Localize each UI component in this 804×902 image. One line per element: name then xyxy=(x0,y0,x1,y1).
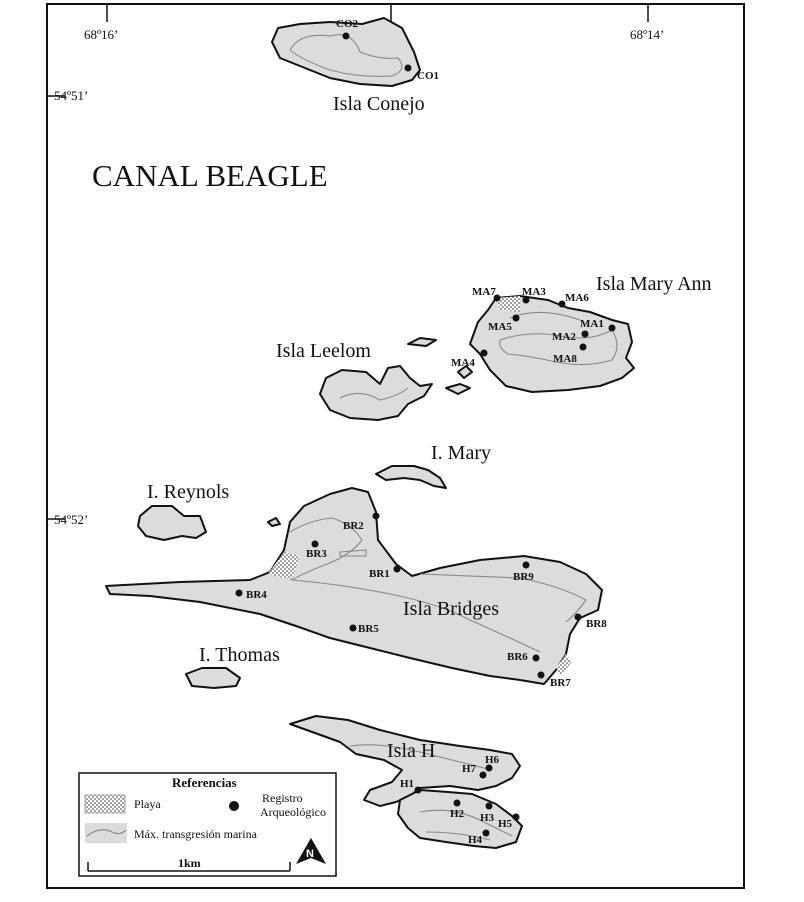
coordinate-ticks xyxy=(47,4,649,520)
legend-title: Referencias xyxy=(172,775,237,790)
isla-h-label: Isla H xyxy=(387,740,435,762)
legend-site-symbol xyxy=(229,801,239,811)
site-marker-BR3 xyxy=(311,540,319,548)
site-label-MA5: MA5 xyxy=(488,321,512,333)
coord-label-68-14: 68º14’ xyxy=(630,27,664,42)
site-marker-H1 xyxy=(414,786,422,794)
site-marker-MA4 xyxy=(480,349,488,357)
coord-label-68-16: 68º16’ xyxy=(84,27,118,42)
site-marker-H6 xyxy=(485,764,493,772)
site-marker-BR8 xyxy=(574,613,582,621)
site-marker-BR5 xyxy=(349,624,357,632)
i-mary-label: I. Mary xyxy=(431,442,491,464)
island-bridges xyxy=(105,487,603,685)
legend-beach-swatch xyxy=(84,794,126,814)
site-label-BR7: BR7 xyxy=(550,677,571,689)
island-leelom xyxy=(319,337,473,421)
site-marker-MA7 xyxy=(493,294,501,302)
north-arrow-icon xyxy=(296,838,326,864)
site-label-H3: H3 xyxy=(480,812,495,824)
i-reynols-label: I. Reynols xyxy=(147,481,229,503)
isla-conejo-label: Isla Conejo xyxy=(333,93,425,115)
island-thomas xyxy=(185,667,241,689)
site-label-MA2: MA2 xyxy=(552,331,576,343)
site-label-MA7: MA7 xyxy=(472,286,496,298)
site-label-H7: H7 xyxy=(462,763,477,775)
isla-leelom-label: Isla Leelom xyxy=(276,340,371,362)
site-marker-H3 xyxy=(485,802,493,810)
site-marker-BR7 xyxy=(537,671,545,679)
site-marker-MA8 xyxy=(579,343,587,351)
site-label-MA8: MA8 xyxy=(553,353,577,365)
scale-bar-label: 1km xyxy=(178,856,201,870)
site-marker-MA2 xyxy=(581,330,589,338)
site-marker-BR6 xyxy=(532,654,540,662)
legend-site-label-2: Arqueológico xyxy=(260,805,326,819)
site-label-BR4: BR4 xyxy=(246,589,267,601)
site-label-BR2: BR2 xyxy=(343,520,364,532)
isla-bridges-label: Isla Bridges xyxy=(403,598,499,620)
site-label-BR3: BR3 xyxy=(306,548,327,560)
site-marker-MA3 xyxy=(522,296,530,304)
site-label-BR6: BR6 xyxy=(507,651,528,663)
island-mary-ann xyxy=(469,295,635,393)
site-label-BR1: BR1 xyxy=(369,568,390,580)
site-label-MA3: MA3 xyxy=(522,286,546,298)
island-mary xyxy=(375,465,447,489)
site-label-H4: H4 xyxy=(468,834,483,846)
site-marker-H2 xyxy=(453,799,461,807)
legend-transgression-label: Máx. transgresión marina xyxy=(134,827,258,841)
site-marker-H7 xyxy=(479,771,487,779)
canal-beagle-label: CANAL BEAGLE xyxy=(92,158,328,193)
site-label-MA6: MA6 xyxy=(565,292,589,304)
isla-mary-ann-label: Isla Mary Ann xyxy=(596,273,712,295)
site-label-H2: H2 xyxy=(450,808,465,820)
map-frame xyxy=(46,3,745,889)
site-marker-BR9 xyxy=(522,561,530,569)
site-markers xyxy=(235,32,616,837)
site-marker-H5 xyxy=(512,813,520,821)
i-thomas-label: I. Thomas xyxy=(199,644,280,666)
site-label-H1: H1 xyxy=(400,778,414,790)
island-reynols xyxy=(137,505,281,541)
site-label-BR9: BR9 xyxy=(513,571,534,583)
site-marker-MA6 xyxy=(558,300,566,308)
coord-label-54-52: 54º52’ xyxy=(54,512,88,527)
site-label-CO1: CO1 xyxy=(417,70,439,82)
site-marker-MA5 xyxy=(512,314,520,322)
coord-label-54-51: 54º51’ xyxy=(54,88,88,103)
legend-site-label-1: Registro xyxy=(262,791,303,805)
site-label-MA4: MA4 xyxy=(451,357,475,369)
legend-beach-label: Playa xyxy=(134,797,161,811)
site-marker-CO2 xyxy=(342,32,350,40)
island-conejo xyxy=(271,17,421,87)
site-marker-BR2 xyxy=(372,512,380,520)
legend: Referencias Playa Registro Arqueológico … xyxy=(78,772,337,877)
legend-transgression-swatch xyxy=(85,823,127,843)
site-marker-H4 xyxy=(482,829,490,837)
site-label-BR8: BR8 xyxy=(586,618,607,630)
site-label-MA1: MA1 xyxy=(580,318,604,330)
site-marker-CO1 xyxy=(404,64,412,72)
site-marker-BR1 xyxy=(393,565,401,573)
site-label-H5: H5 xyxy=(498,818,513,830)
site-label-CO2: CO2 xyxy=(336,18,359,30)
site-label-BR5: BR5 xyxy=(358,623,379,635)
site-marker-MA1 xyxy=(608,324,616,332)
site-marker-BR4 xyxy=(235,589,243,597)
site-label-H6: H6 xyxy=(485,754,500,766)
legend-transgression-line xyxy=(86,829,127,837)
north-arrow-label: N xyxy=(306,848,314,860)
